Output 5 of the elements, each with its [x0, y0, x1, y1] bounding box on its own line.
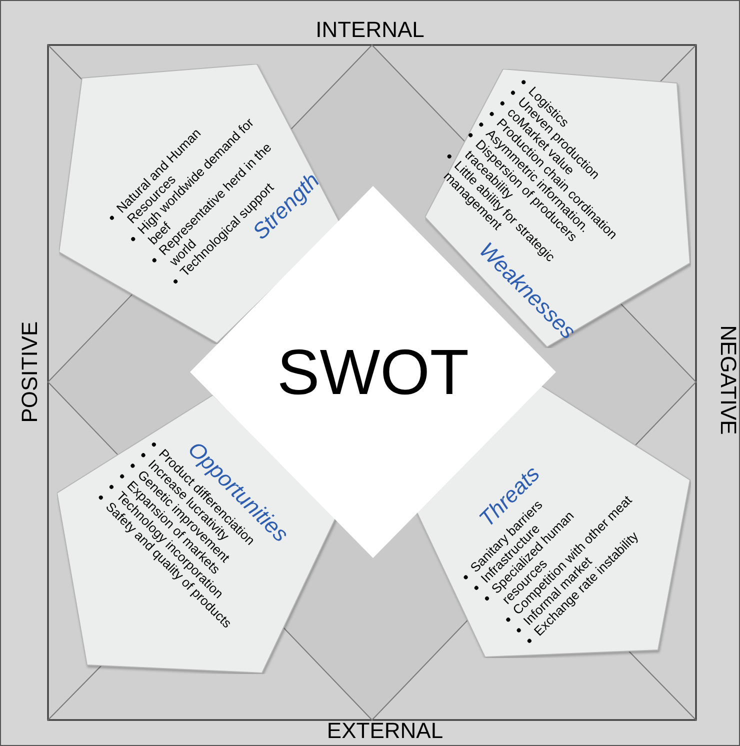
axis-label: EXTERNAL: [326, 720, 444, 742]
center-title: SWOT: [277, 340, 469, 404]
axis-label: INTERNAL: [316, 19, 424, 41]
axis-label: POSITIVE: [19, 321, 41, 423]
axis-label: NEGATIVE: [717, 325, 739, 435]
